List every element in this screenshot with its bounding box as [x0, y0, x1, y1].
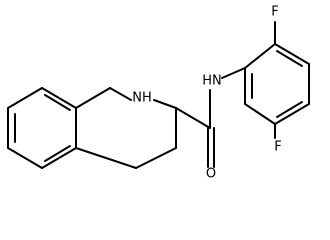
amide-group: [175, 67, 246, 168]
bond: [75, 147, 137, 169]
bond: [274, 43, 310, 65]
double-bond-inner: [276, 101, 303, 118]
ring-nitrogen-label: NH: [132, 91, 152, 106]
bond: [41, 87, 77, 109]
atom-labels: NH HN O F F: [132, 5, 281, 182]
fused-benzene-ring: [7, 87, 77, 169]
bond: [274, 103, 310, 125]
amide-nitrogen-label: HN: [202, 74, 222, 89]
bond: [175, 107, 211, 129]
double-bond-inner: [44, 94, 71, 111]
bond: [221, 67, 246, 79]
bond: [244, 43, 276, 69]
fluorine-bottom-label: F: [274, 140, 281, 155]
bond: [75, 87, 111, 109]
bond: [7, 147, 43, 169]
bond: [153, 99, 177, 109]
fluorine-top-label: F: [271, 5, 278, 20]
bond: [244, 103, 276, 125]
bond: [41, 147, 77, 169]
bond: [7, 87, 43, 109]
double-bond-inner: [276, 50, 303, 67]
oxygen-label: O: [206, 167, 216, 182]
bond: [135, 147, 177, 169]
chemical-structure-diagram: NH HN O F F: [7, 5, 310, 182]
difluorophenyl-ring: [244, 21, 310, 139]
saturated-ring: [75, 87, 177, 169]
bond: [109, 87, 132, 101]
double-bond-inner: [44, 145, 71, 162]
